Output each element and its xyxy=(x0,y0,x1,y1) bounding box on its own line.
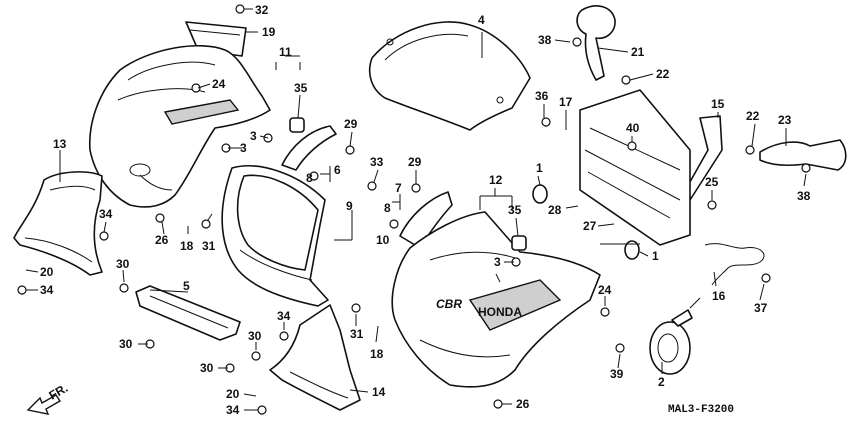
callout-23: 23 xyxy=(778,113,792,127)
part-13-inner-panel xyxy=(13,171,103,276)
callout-38: 38 xyxy=(538,33,552,47)
callout-7: 7 xyxy=(395,181,402,195)
callout-18b: 18 xyxy=(370,347,384,361)
callout-29: 29 xyxy=(344,117,358,131)
callout-22: 22 xyxy=(656,67,670,81)
callout-30c: 30 xyxy=(200,361,214,375)
callout-20: 20 xyxy=(40,265,54,279)
callout-29b: 29 xyxy=(408,155,422,169)
callout-38b: 38 xyxy=(797,189,811,203)
part-6-bracket xyxy=(281,125,337,171)
callout-30d: 30 xyxy=(248,329,262,343)
callout-13: 13 xyxy=(53,137,67,151)
callout-35b: 35 xyxy=(508,203,522,217)
part-2-horn xyxy=(649,309,693,375)
right-lower-cowl xyxy=(391,211,601,388)
callout-22b: 22 xyxy=(746,109,760,123)
part-23-mirror xyxy=(759,139,847,171)
callout-18: 18 xyxy=(180,239,194,253)
callout-12: 12 xyxy=(489,173,503,187)
callout-16: 16 xyxy=(712,289,726,303)
fairing-logo-text: CBR xyxy=(436,297,462,311)
callout-3b: 3 xyxy=(240,141,247,155)
callout-37: 37 xyxy=(754,301,768,315)
callout-17: 17 xyxy=(559,95,573,109)
front-direction-arrow: FR. xyxy=(26,381,70,415)
callout-33: 33 xyxy=(370,155,384,169)
callout-1b: 1 xyxy=(652,249,659,263)
callout-30b: 30 xyxy=(119,337,133,351)
leader-lines xyxy=(25,8,807,411)
callout-9: 9 xyxy=(346,199,353,213)
collar-35-right xyxy=(511,235,527,251)
grommet-1-upper xyxy=(532,184,548,204)
callout-1: 1 xyxy=(536,161,543,175)
callout-8b: 8 xyxy=(384,201,391,215)
callout-3: 3 xyxy=(250,129,257,143)
part-16-harness xyxy=(704,243,765,286)
callout-35: 35 xyxy=(294,81,308,95)
callout-10: 10 xyxy=(376,233,390,247)
collar-35-left xyxy=(289,117,305,133)
callout-34b: 34 xyxy=(40,283,54,297)
callout-31: 31 xyxy=(202,239,216,253)
center-stay-frame xyxy=(579,89,691,246)
callout-34: 34 xyxy=(99,207,113,221)
grommet-1-lower xyxy=(624,240,640,260)
callout-6: 6 xyxy=(334,163,341,177)
part-5-lower-strip xyxy=(135,285,241,341)
callout-40: 40 xyxy=(626,121,640,135)
fairing-brand-text: HONDA xyxy=(478,305,522,319)
callout-28: 28 xyxy=(548,203,562,217)
callout-25: 25 xyxy=(705,175,719,189)
part-21-mirror xyxy=(576,5,616,81)
callout-4: 4 xyxy=(478,13,485,27)
callout-24: 24 xyxy=(212,77,226,91)
callout-39: 39 xyxy=(610,367,624,381)
callout-21: 21 xyxy=(631,45,645,59)
callout-26b: 26 xyxy=(155,233,169,247)
part-14-lower-panel xyxy=(269,304,361,411)
part-4-windscreen xyxy=(368,21,531,131)
callout-14: 14 xyxy=(372,385,386,399)
callout-24b: 24 xyxy=(598,283,612,297)
callout-20b: 20 xyxy=(226,387,240,401)
callout-3c: 3 xyxy=(494,255,501,269)
callout-5: 5 xyxy=(183,279,190,293)
callout-labels: 32 19 24 11 35 3 3 4 21 38 22 36 17 40 1… xyxy=(40,3,811,417)
callout-36: 36 xyxy=(535,89,549,103)
callout-31b: 31 xyxy=(350,327,364,341)
callout-32: 32 xyxy=(255,3,269,17)
part-9-10-front-frame xyxy=(221,165,329,307)
callout-26: 26 xyxy=(516,397,530,411)
callout-8: 8 xyxy=(306,171,313,185)
callout-34d: 34 xyxy=(226,403,240,417)
callout-34c: 34 xyxy=(277,309,291,323)
callout-2: 2 xyxy=(658,375,665,389)
callout-27: 27 xyxy=(583,219,597,233)
callout-11: 11 xyxy=(279,45,292,59)
callout-30: 30 xyxy=(116,257,130,271)
upper-cowl xyxy=(88,44,271,208)
callout-19: 19 xyxy=(262,25,276,39)
callout-15: 15 xyxy=(711,97,725,111)
diagram-code: MAL3-F3200 xyxy=(668,404,734,416)
